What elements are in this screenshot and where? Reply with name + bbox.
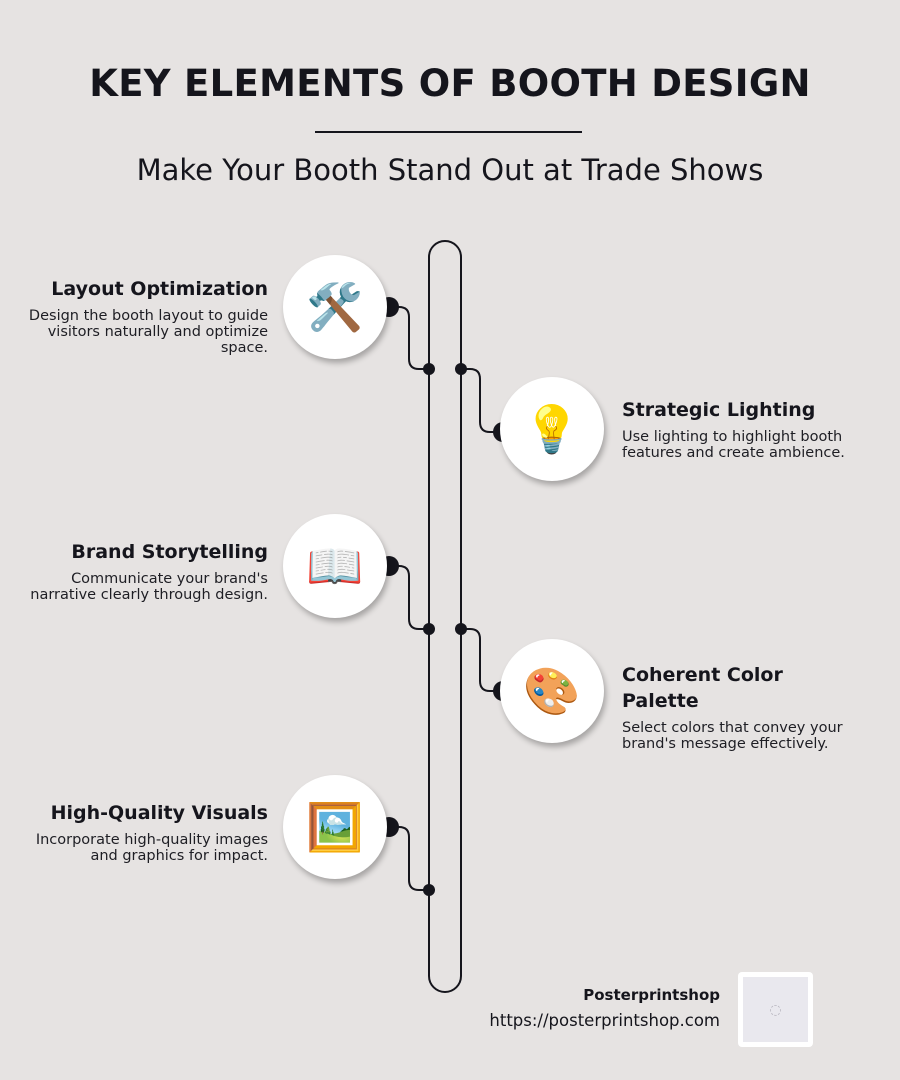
light-bulb-icon: 💡 (523, 402, 581, 456)
connector-line-1 (389, 306, 429, 370)
icon-circle-layout: 🛠️ (283, 255, 387, 359)
connector-line-5 (389, 826, 429, 891)
timeline-spine (428, 240, 462, 993)
footer-url[interactable]: https://posterprintshop.com (489, 1011, 720, 1030)
page-title: KEY ELEMENTS OF BOOTH DESIGN (89, 62, 811, 105)
page-subtitle: Make Your Booth Stand Out at Trade Shows (136, 153, 764, 187)
item-title: Brand Storytelling (71, 541, 268, 563)
item-title: Strategic Lighting (622, 399, 816, 421)
connector-dot-inner-4 (455, 623, 467, 635)
qr-code-icon: ◌ (769, 1001, 782, 1018)
item-brand-storytelling: Brand Storytelling Communicate your bran… (28, 539, 268, 603)
item-title: High-Quality Visuals (50, 802, 268, 824)
icon-circle-palette: 🎨 (500, 639, 604, 743)
connector-dot-inner-1 (423, 363, 435, 375)
item-title: Layout Optimization (51, 278, 268, 300)
item-description: Incorporate high-quality images and grap… (35, 832, 268, 864)
connector-dot-inner-2 (455, 363, 467, 375)
item-high-quality-visuals: High-Quality Visuals Incorporate high-qu… (28, 800, 268, 864)
item-description: Design the booth layout to guide visitor… (28, 308, 268, 356)
item-strategic-lighting: Strategic Lighting Use lighting to highl… (622, 397, 852, 461)
icon-circle-lighting: 💡 (500, 377, 604, 481)
item-layout-optimization: Layout Optimization Design the booth lay… (28, 276, 268, 356)
icon-circle-storytelling: 📖 (283, 514, 387, 618)
palette-icon: 🎨 (523, 664, 581, 718)
tools-icon: 🛠️ (306, 280, 364, 334)
open-book-icon: 📖 (306, 539, 364, 593)
title-divider (315, 131, 582, 133)
qr-code-placeholder: ◌ (743, 977, 808, 1042)
framed-picture-icon: 🖼️ (306, 800, 364, 854)
item-description: Use lighting to highlight booth features… (622, 429, 845, 461)
connector-line-3 (389, 565, 429, 630)
item-description: Communicate your brand's narrative clear… (30, 571, 268, 603)
connector-line-4 (461, 628, 503, 692)
connector-dot-inner-5 (423, 884, 435, 896)
item-description: Select colors that convey your brand's m… (622, 720, 843, 752)
connector-dot-inner-3 (423, 623, 435, 635)
icon-circle-visuals: 🖼️ (283, 775, 387, 879)
footer-brand: Posterprintshop (583, 986, 720, 1004)
qr-code[interactable]: ◌ (738, 972, 813, 1047)
item-title: Coherent Color Palette (622, 664, 783, 712)
connector-line-2 (461, 368, 503, 433)
item-coherent-color-palette: Coherent Color Palette Select colors tha… (622, 662, 862, 752)
